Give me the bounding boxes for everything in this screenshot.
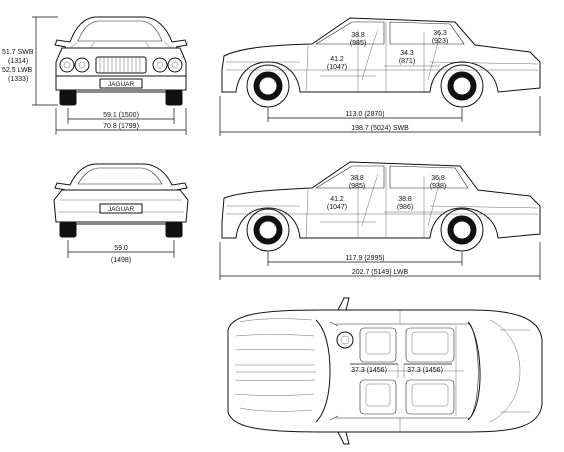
swb-rear-legroom: 34.3 [400, 50, 414, 57]
lwb-rear-legroom: 38.8 [398, 196, 412, 203]
side-view-lwb-drawing [221, 161, 541, 252]
swb-wheelbase-label: 113.0 (2870) [345, 111, 384, 118]
swb-rear-legroom-mm: (871) [399, 58, 415, 65]
front-seats [336, 327, 397, 415]
height-lwb-mm-label: (1333) [8, 76, 28, 83]
front-badge-text: JAGUAR [108, 81, 135, 88]
lwb-wheelbase-label: 117.9 (2995) [345, 255, 384, 262]
lwb-rear-headroom-mm: (938) [430, 183, 446, 190]
height-lwb-label: 52.5 LWB [2, 67, 33, 74]
lwb-front-legroom: 41.2 [330, 196, 344, 203]
height-swb-mm-label: (1314) [8, 58, 28, 65]
rear-badge-text: JAGUAR [108, 206, 135, 213]
rear-view-drawing: JAGUAR [53, 163, 189, 238]
rear-view-dimensions: 59.0 (1498) [67, 240, 175, 264]
rear-track-mm-label: (1498) [111, 257, 131, 264]
side-view-lwb-dimensions: 117.9 (2995) 202.7 (5149) LWB [219, 242, 541, 280]
front-track-label: 59.1 (1500) [103, 112, 139, 119]
swb-front-headroom-mm: (985) [350, 40, 366, 47]
overall-width-label: 70.8 (1799) [103, 123, 139, 130]
front-shoulder-label: 37.3 (1456) [351, 367, 387, 374]
top-view-dimensions: 37.3 (1456) 37.3 (1456) [350, 363, 452, 374]
front-view-dimensions: 51.7 SWB (1314) 52.5 LWB (1333) 59.1 (15… [2, 16, 187, 135]
lwb-front-headroom: 38.8 [350, 175, 364, 182]
side-view-swb-labels: 38.8 (985) 36.3 (923) 41.2 (1047) 34.3 (… [327, 30, 448, 71]
side-view-swb-dimensions: 113.0 (2870) 198.7 (5024) SWB [219, 96, 541, 136]
lwb-front-headroom-mm: (985) [349, 183, 365, 190]
side-view-lwb-labels: 38.8 (985) 36.8 (938) 41.2 (1047) 38.8 (… [327, 175, 446, 211]
lwb-rear-headroom: 36.8 [431, 175, 445, 182]
lwb-rear-legroom-mm: (986) [397, 204, 413, 211]
swb-front-legroom: 41.2 [330, 56, 344, 63]
side-view-swb-drawing [221, 17, 541, 108]
front-view-drawing: JAGUAR [54, 16, 188, 106]
swb-length-label: 198.7 (5024) SWB [351, 125, 409, 132]
rear-shoulder-label: 37.3 (1456) [407, 367, 443, 374]
swb-front-legroom-mm: (1047) [327, 64, 347, 71]
height-swb-label: 51.7 SWB [2, 49, 34, 56]
top-view-drawing [227, 297, 543, 445]
swb-rear-headroom: 36.3 [433, 30, 447, 37]
swb-front-headroom: 38.8 [351, 32, 365, 39]
lwb-length-label: 202.7 (5149) LWB [352, 269, 409, 276]
swb-rear-headroom-mm: (923) [432, 38, 448, 45]
lwb-front-legroom-mm: (1047) [327, 204, 347, 211]
rear-track-label: 59.0 [114, 245, 128, 252]
